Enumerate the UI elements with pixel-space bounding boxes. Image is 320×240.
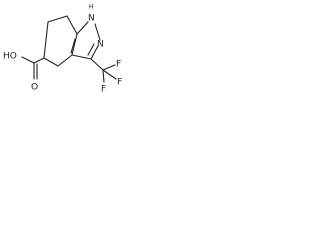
- bond: [47, 15, 68, 23]
- atom-label-hydroxyl: HO: [3, 52, 17, 62]
- double-bond: [70, 38, 76, 54]
- cyclohexene-ring-bonds: [43, 15, 78, 67]
- bond: [43, 57, 59, 67]
- atom-labels: H N N HO O F F F: [3, 4, 122, 95]
- double-bond: [90, 45, 99, 60]
- trifluoromethyl-bonds: [90, 58, 117, 83]
- bond: [102, 64, 116, 71]
- bond: [102, 69, 105, 83]
- pyrazole-ring-bonds: [70, 21, 101, 60]
- atom-label-fluorine-3: F: [117, 78, 122, 88]
- bond: [102, 69, 117, 80]
- atom-label-fluorine-1: F: [116, 60, 121, 70]
- atom-label-nh: N: [88, 14, 95, 24]
- carboxylic-acid-bonds: [21, 56, 45, 80]
- bond: [71, 33, 78, 56]
- bond: [43, 21, 49, 59]
- chemical-structure-diagram: H N N HO O F F F: [3, 4, 122, 95]
- double-bond: [87, 43, 95, 56]
- atom-label-nh-hydrogen: H: [89, 4, 94, 11]
- bond: [94, 23, 101, 41]
- bond: [57, 54, 73, 67]
- atom-label-carbonyl-o: O: [31, 83, 38, 93]
- bond: [33, 57, 45, 64]
- bond: [66, 15, 78, 35]
- bond: [90, 58, 104, 71]
- bond: [76, 21, 89, 35]
- atom-label-ring-n: N: [97, 40, 104, 50]
- bond: [21, 56, 35, 64]
- atom-label-fluorine-2: F: [101, 85, 106, 95]
- bond: [71, 54, 92, 60]
